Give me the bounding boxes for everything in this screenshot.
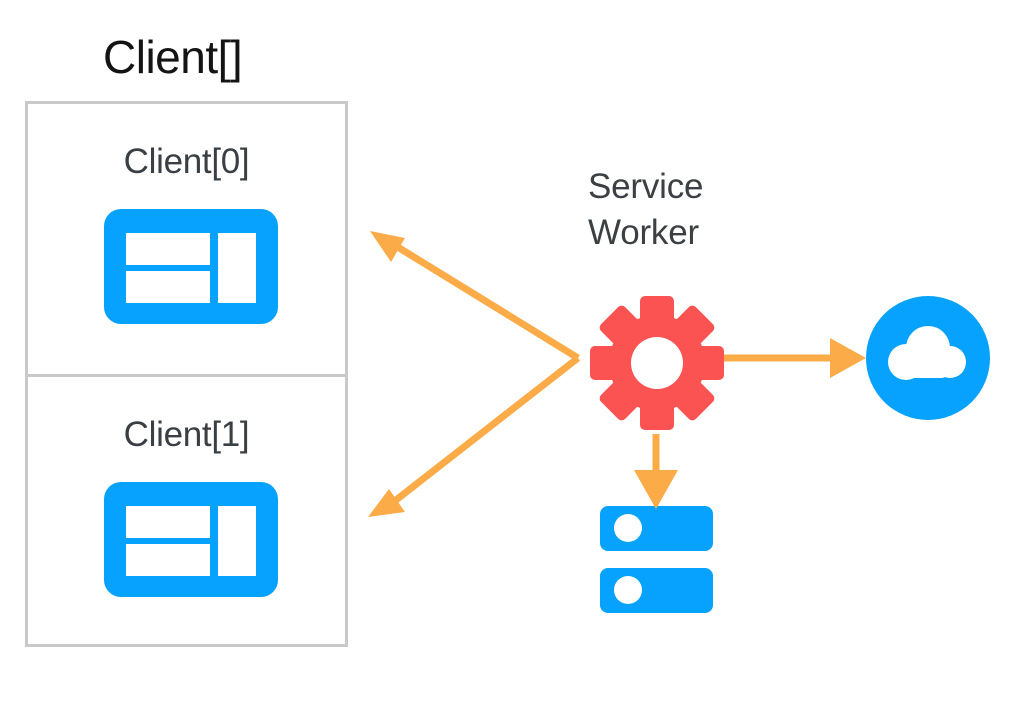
database-icon bbox=[600, 506, 713, 614]
cloud-icon bbox=[866, 296, 990, 420]
browser-window-icon bbox=[104, 209, 278, 324]
clients-group-box: Client[0] Client[1] bbox=[25, 101, 348, 647]
service-worker-label: Service Worker bbox=[588, 164, 808, 256]
arrowhead-client-1 bbox=[368, 489, 405, 517]
arrow-line-sw-to-client-1 bbox=[393, 355, 581, 503]
arrowhead-storage bbox=[634, 470, 678, 509]
gear-icon bbox=[590, 296, 724, 430]
client-label-0: Client[0] bbox=[123, 142, 250, 181]
browser-window-icon bbox=[104, 482, 278, 597]
service-worker-label-line1: Service bbox=[588, 167, 704, 206]
arrowhead-network bbox=[830, 338, 866, 378]
arrow-line-sw-to-client-0 bbox=[394, 243, 580, 361]
client-cell-1[interactable]: Client[1] bbox=[28, 374, 345, 644]
clients-group-title: Client[] bbox=[103, 31, 243, 83]
service-worker-label-line2: Worker bbox=[588, 213, 699, 252]
client-label-1: Client[1] bbox=[123, 415, 250, 454]
arrowhead-client-0 bbox=[370, 231, 405, 262]
client-cell-0[interactable]: Client[0] bbox=[28, 104, 345, 374]
